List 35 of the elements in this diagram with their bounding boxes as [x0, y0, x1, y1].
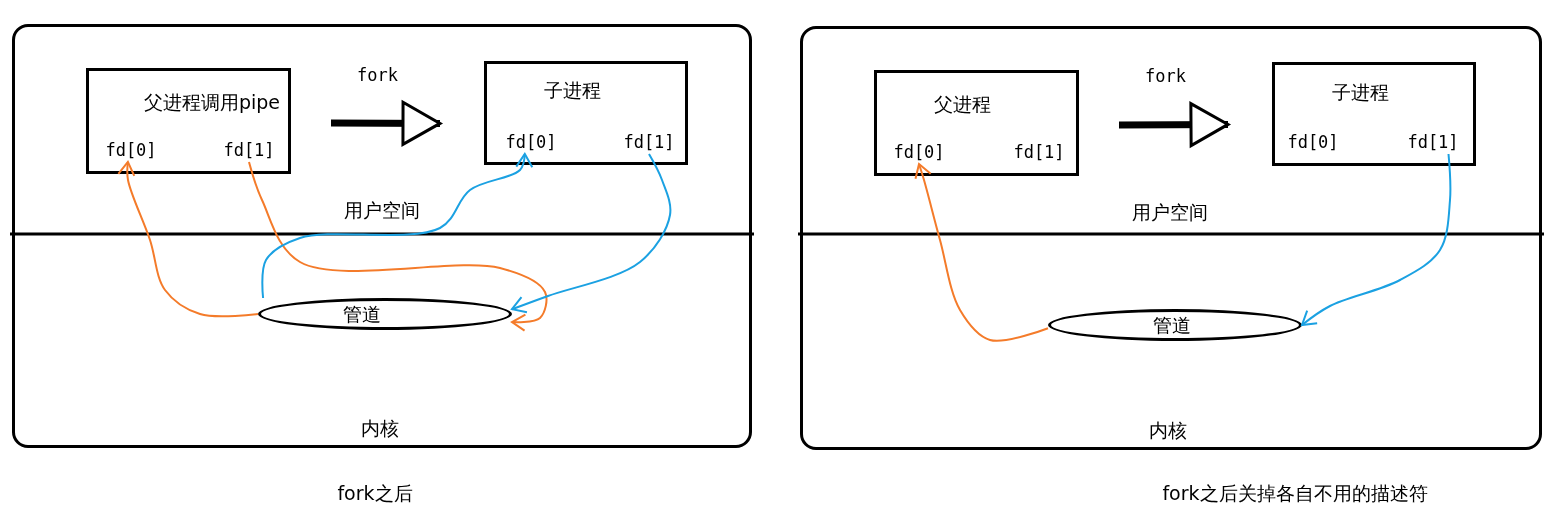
- descriptor-label: fd[0]: [1282, 130, 1344, 154]
- pipe-shape: [1048, 309, 1302, 341]
- pipe-label: 管道: [1153, 313, 1191, 337]
- process-box: [86, 68, 291, 174]
- region-label: 用户空间: [344, 198, 420, 222]
- descriptor-label: fd[1]: [618, 130, 680, 154]
- region-label: 内核: [361, 416, 399, 440]
- arrow: [511, 153, 672, 314]
- arrow: [914, 163, 1049, 342]
- pipe-shape: [258, 298, 512, 330]
- arrow: [261, 153, 534, 299]
- process-title: 子进程: [1331, 80, 1389, 104]
- descriptor-label: fd[0]: [500, 130, 562, 154]
- panel-frame: [12, 24, 752, 448]
- region-label: 内核: [1149, 418, 1187, 442]
- descriptor-label: fd[0]: [100, 138, 162, 162]
- arrow: [1118, 102, 1230, 148]
- process-box: [1272, 62, 1476, 166]
- process-title: 父进程调用pipe: [143, 90, 281, 114]
- arrow: [1301, 153, 1452, 326]
- figure-caption: fork之后: [337, 481, 413, 505]
- pipe-label: 管道: [343, 302, 381, 326]
- descriptor-label: fd[1]: [1008, 140, 1070, 164]
- arrow: [248, 161, 548, 332]
- descriptor-label: fd[1]: [1402, 130, 1464, 154]
- descriptor-label: fd[1]: [218, 138, 280, 162]
- region-label: 用户空间: [1132, 200, 1208, 224]
- process-box: [874, 70, 1079, 176]
- figure-caption: fork之后关掉各自不用的描述符: [1162, 481, 1428, 505]
- descriptor-label: fd[0]: [888, 140, 950, 164]
- arrow: [117, 161, 259, 318]
- process-title: 父进程: [933, 92, 991, 116]
- process-title: 子进程: [543, 78, 601, 102]
- panel-frame: [800, 26, 1542, 450]
- process-box: [484, 61, 688, 165]
